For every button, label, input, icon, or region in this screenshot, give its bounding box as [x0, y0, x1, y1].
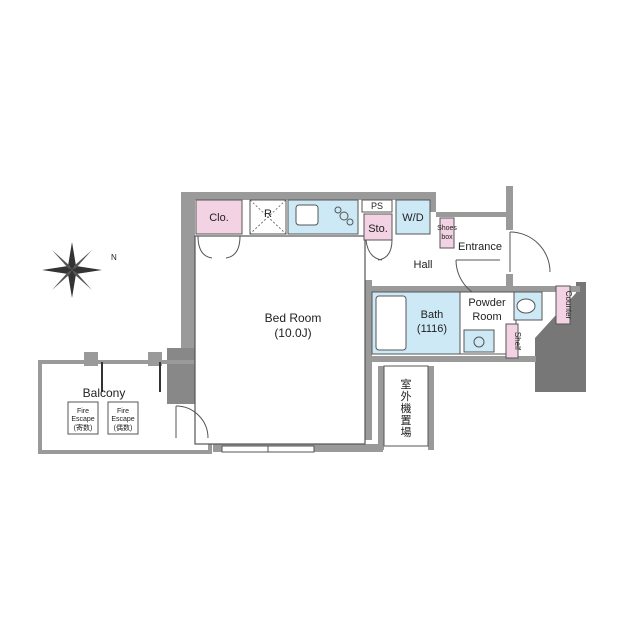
pipe-space-label: PS — [371, 201, 383, 211]
bed-room-outline — [194, 235, 366, 445]
outdoor-unit-label-5: 場 — [401, 426, 412, 439]
closet — [195, 199, 243, 235]
entrance-label: Entrance — [458, 241, 502, 253]
fire-escape-2-line2: Escape — [111, 416, 134, 423]
fire-escape-1-line2: Escape — [71, 416, 94, 423]
powder-room-label-2: Room — [472, 311, 501, 323]
storage-label: Sto. — [368, 223, 388, 235]
washer-dryer-label: W/D — [402, 212, 423, 224]
outdoor-unit-label-4: 置 — [401, 414, 412, 427]
shoes-box-label-2: box — [441, 234, 453, 241]
washbasin-icon — [463, 329, 495, 353]
fire-escape-even — [107, 401, 139, 435]
closet-label: Clo. — [209, 212, 229, 224]
fire-escape-odd — [67, 401, 99, 435]
fire-escape-1-line3: (寄数) — [74, 423, 93, 432]
balcony-label: Balcony — [83, 386, 126, 400]
shoes-box-label-1: Shoes — [437, 225, 457, 232]
bath-label: Bath — [421, 309, 444, 321]
door-swings — [175, 231, 551, 439]
outdoor-unit-space — [383, 365, 429, 447]
stove-icon — [339, 211, 349, 221]
counter-label: Counter — [564, 291, 573, 320]
powder-room-label-1: Powder — [468, 297, 506, 309]
fire-escape-1-line1: Fire — [77, 408, 89, 415]
pipe-space — [361, 199, 393, 213]
bed-room-label: Bed Room — [265, 311, 322, 325]
fire-escape-2-line3: (偶数) — [114, 423, 133, 432]
bathtub-icon — [375, 295, 407, 351]
washer-dryer — [395, 199, 431, 235]
outdoor-unit-label-1: 室 — [401, 377, 412, 391]
compass-north-label: N — [111, 253, 117, 262]
hall-label: Hall — [414, 259, 433, 271]
sink-icon — [295, 204, 319, 226]
refrigerator-label: R — [264, 208, 272, 220]
counter — [555, 285, 571, 325]
shelf-label: Shelf — [513, 332, 522, 351]
shelf — [505, 323, 519, 359]
storage — [363, 213, 393, 241]
bath-size: (1116) — [417, 323, 447, 335]
compass-icon — [42, 242, 102, 298]
fire-escape-2-line1: Fire — [117, 408, 129, 415]
bed-room-size: (10.0J) — [274, 326, 311, 340]
outdoor-unit-label-2: 外 — [401, 390, 412, 403]
outdoor-unit-label-3: 機 — [401, 401, 412, 415]
shoes-box — [439, 217, 455, 249]
